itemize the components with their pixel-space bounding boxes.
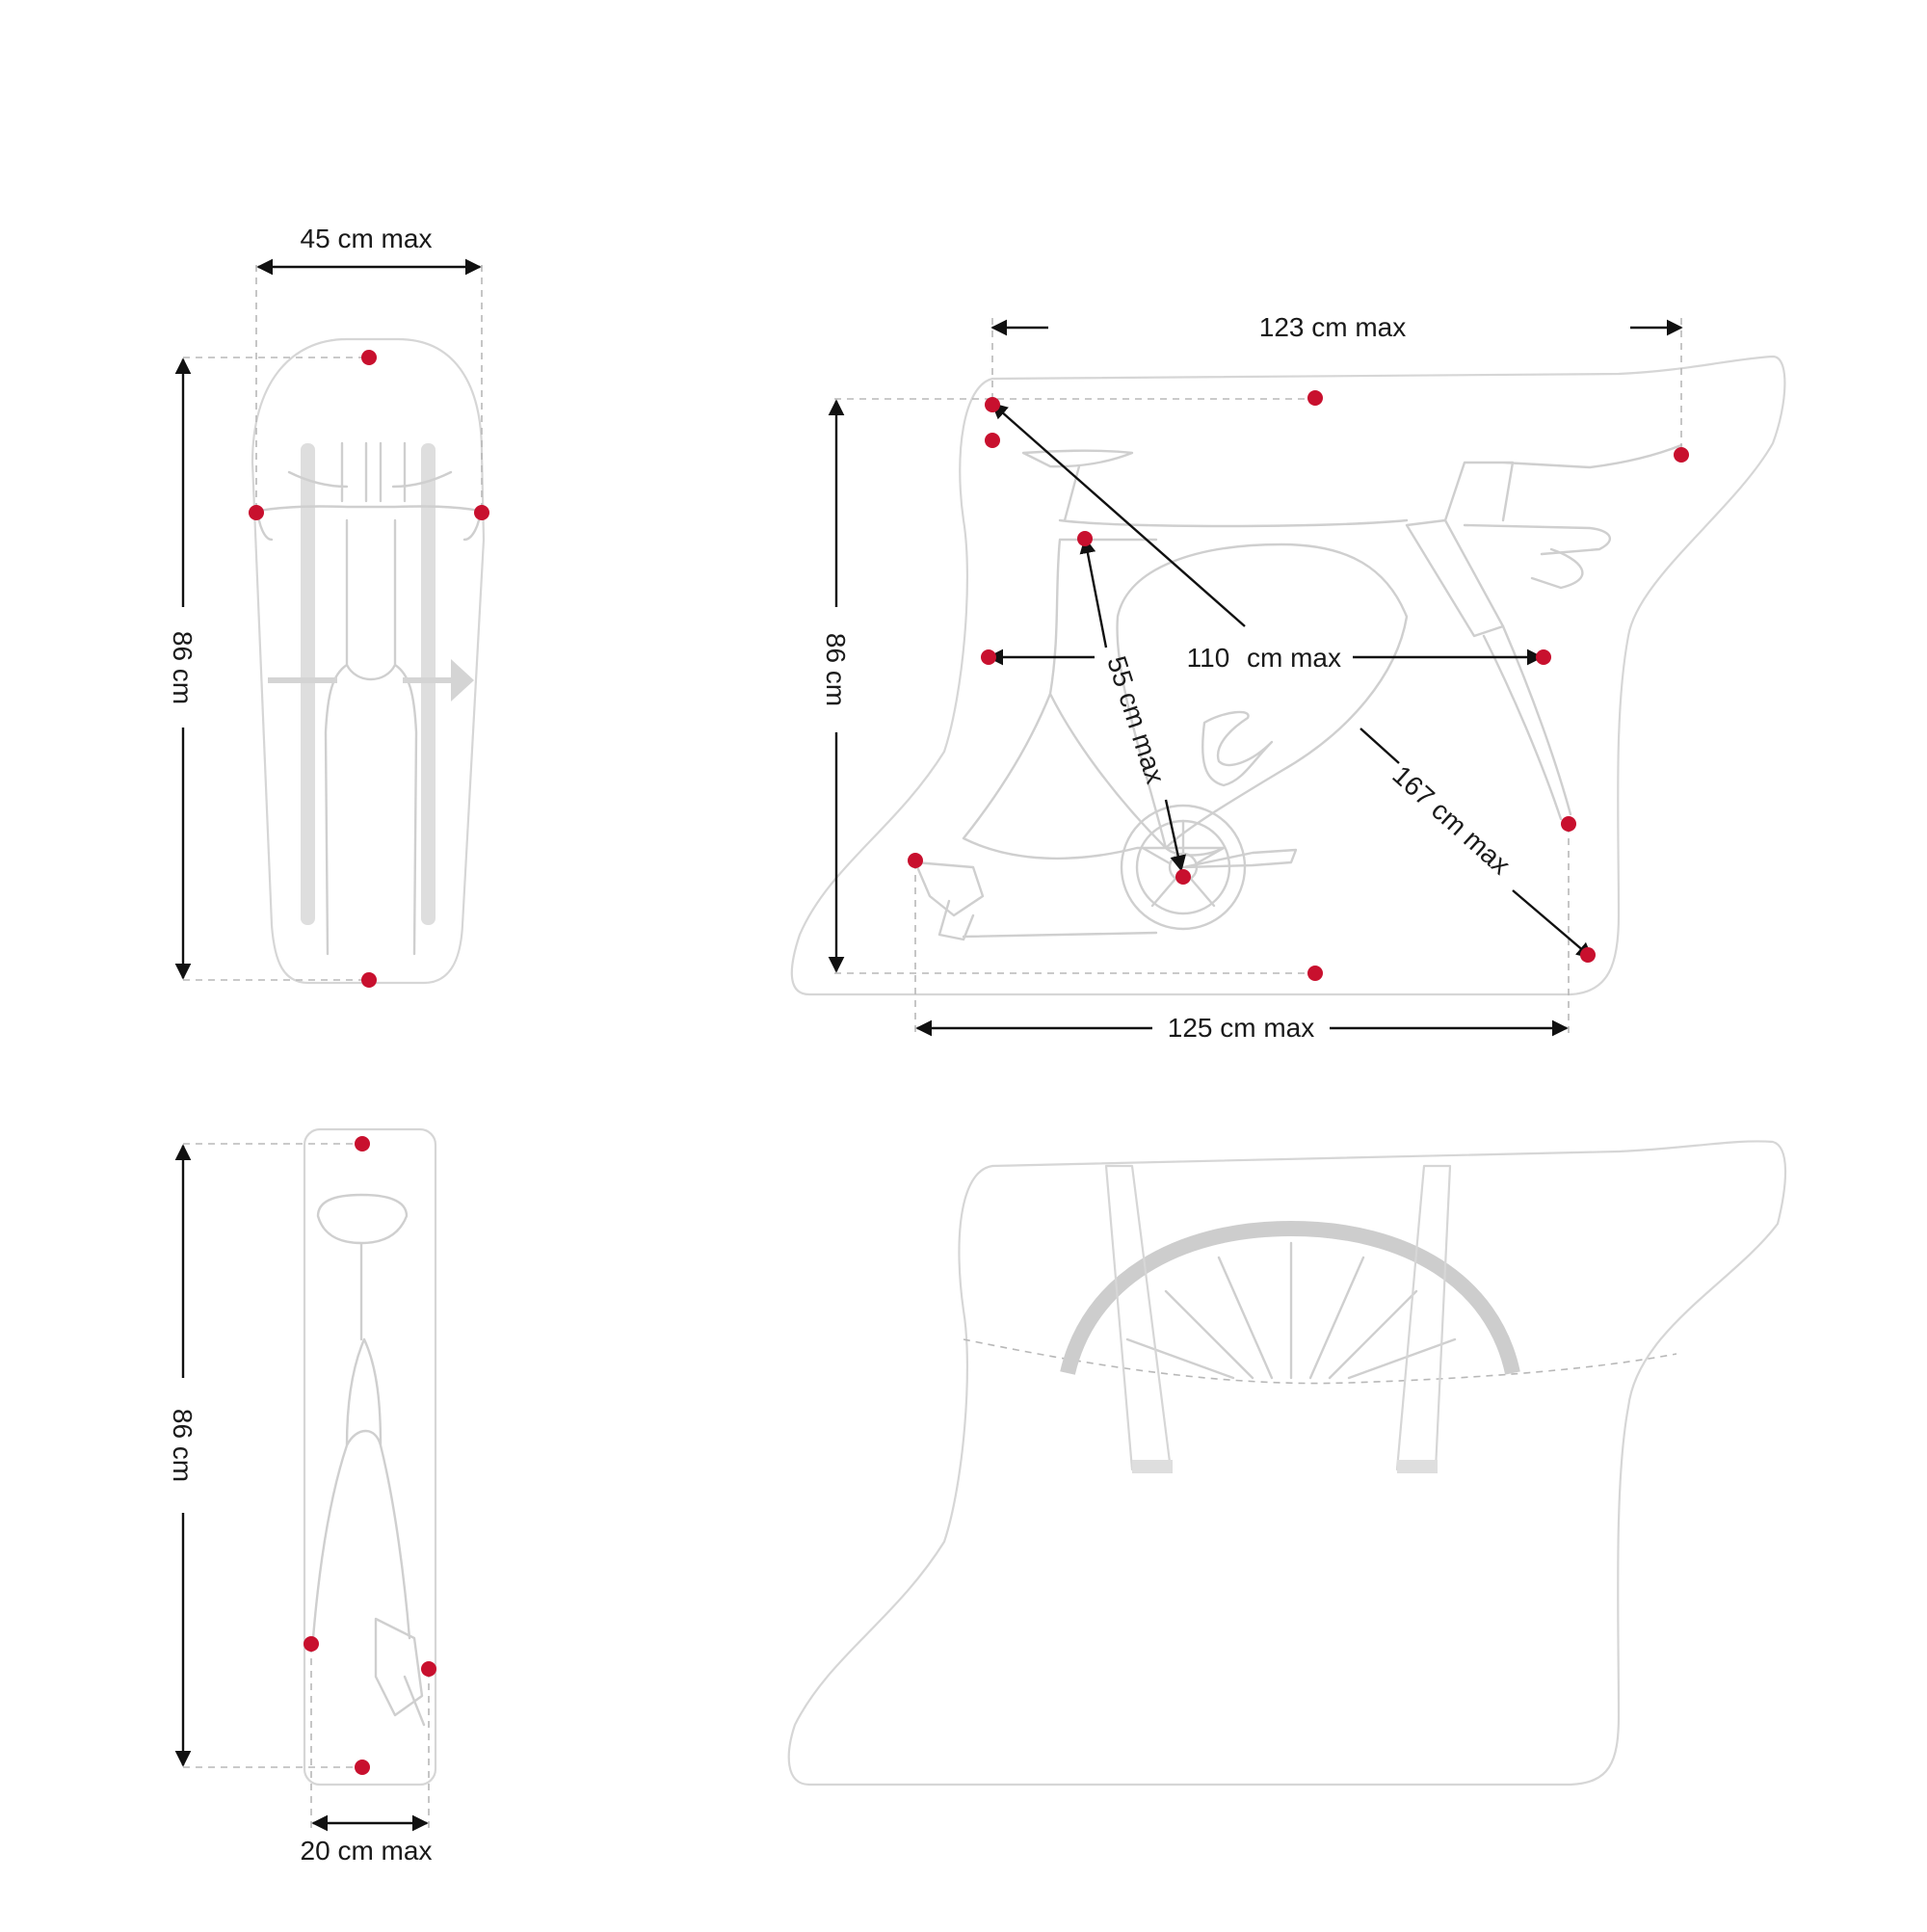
rear-frame	[311, 1337, 411, 1640]
rear-marker-bottom	[355, 1760, 370, 1775]
front-fork	[324, 518, 418, 956]
rear-saddle	[316, 1193, 409, 1341]
bag-outline	[787, 1140, 1787, 1786]
rear-marker-left	[304, 1636, 319, 1652]
side-marker-top-left	[985, 397, 1000, 412]
side-inner-length-value: 110	[1187, 643, 1230, 673]
front-handlebar	[256, 441, 482, 542]
seat-to-crank-arrow-top	[1079, 537, 1108, 648]
front-height-label: 86 cm	[168, 631, 198, 704]
side-inner-length-unit: cm max	[1247, 643, 1341, 673]
side-marker-bottom-corner	[1580, 947, 1596, 963]
rear-marker-right	[421, 1661, 436, 1677]
side-bike	[913, 443, 1683, 941]
front-view-bag-outline	[251, 337, 486, 985]
bag-wheel-spokes	[1125, 1241, 1457, 1380]
bag-strap-right	[1395, 1164, 1452, 1471]
side-bottom-length-label: 125 cm max	[1168, 1013, 1315, 1043]
bag-strap-left	[1104, 1164, 1173, 1471]
front-marker-top	[361, 350, 377, 365]
front-marker-bottom	[361, 972, 377, 988]
side-view: 123 cm max 86 cm 110 cm max 55 cm max 16…	[790, 312, 1786, 1043]
front-wheel-right	[421, 443, 436, 925]
side-marker-bottom-center	[1307, 966, 1323, 981]
diagonal-arrow-top	[990, 402, 1246, 627]
bag-view	[787, 1140, 1787, 1786]
bag-strap-left-base	[1132, 1460, 1173, 1473]
side-marker-crank	[1175, 869, 1191, 885]
side-marker-saddle	[985, 433, 1000, 448]
front-wheel-left	[301, 443, 315, 925]
rear-derailleur	[374, 1617, 426, 1727]
seat-to-crank-arrow-bottom	[1164, 799, 1186, 872]
rear-view: 86 cm 20 cm max	[168, 1127, 437, 1866]
side-marker-rear-axle	[908, 853, 923, 868]
side-marker-top-center	[1307, 390, 1323, 406]
rear-view-bag-outline	[303, 1127, 437, 1786]
rear-marker-top	[355, 1136, 370, 1151]
rear-height-label: 86 cm	[168, 1409, 198, 1482]
front-width-label: 45 cm max	[301, 224, 433, 253]
diagonal-label: 167 cm max	[1386, 759, 1516, 880]
rear-width-label: 20 cm max	[301, 1836, 433, 1866]
side-height-label: 86 cm	[821, 633, 851, 706]
bag-pocket-seam	[963, 1338, 1677, 1385]
side-marker-right-mid	[1536, 649, 1551, 665]
seat-to-crank-label: 55 cm max	[1101, 652, 1171, 787]
diagonal-arrow-bottom	[1512, 889, 1594, 960]
front-marker-left	[249, 505, 264, 520]
side-view-bag-outline	[790, 355, 1786, 996]
side-marker-front-axle	[1561, 816, 1576, 832]
bag-wheel-tire	[1060, 1220, 1520, 1375]
side-marker-left-mid	[981, 649, 996, 665]
bag-strap-right-base	[1397, 1460, 1438, 1473]
front-marker-right	[474, 505, 489, 520]
diagonal-arrow-middle	[1359, 728, 1400, 764]
front-motion-arrowhead	[451, 659, 474, 701]
side-top-length-label: 123 cm max	[1259, 312, 1407, 342]
side-marker-handlebar	[1674, 447, 1689, 463]
side-marker-seatpost	[1077, 531, 1093, 546]
front-view: 45 cm max 86 cm	[168, 224, 489, 988]
